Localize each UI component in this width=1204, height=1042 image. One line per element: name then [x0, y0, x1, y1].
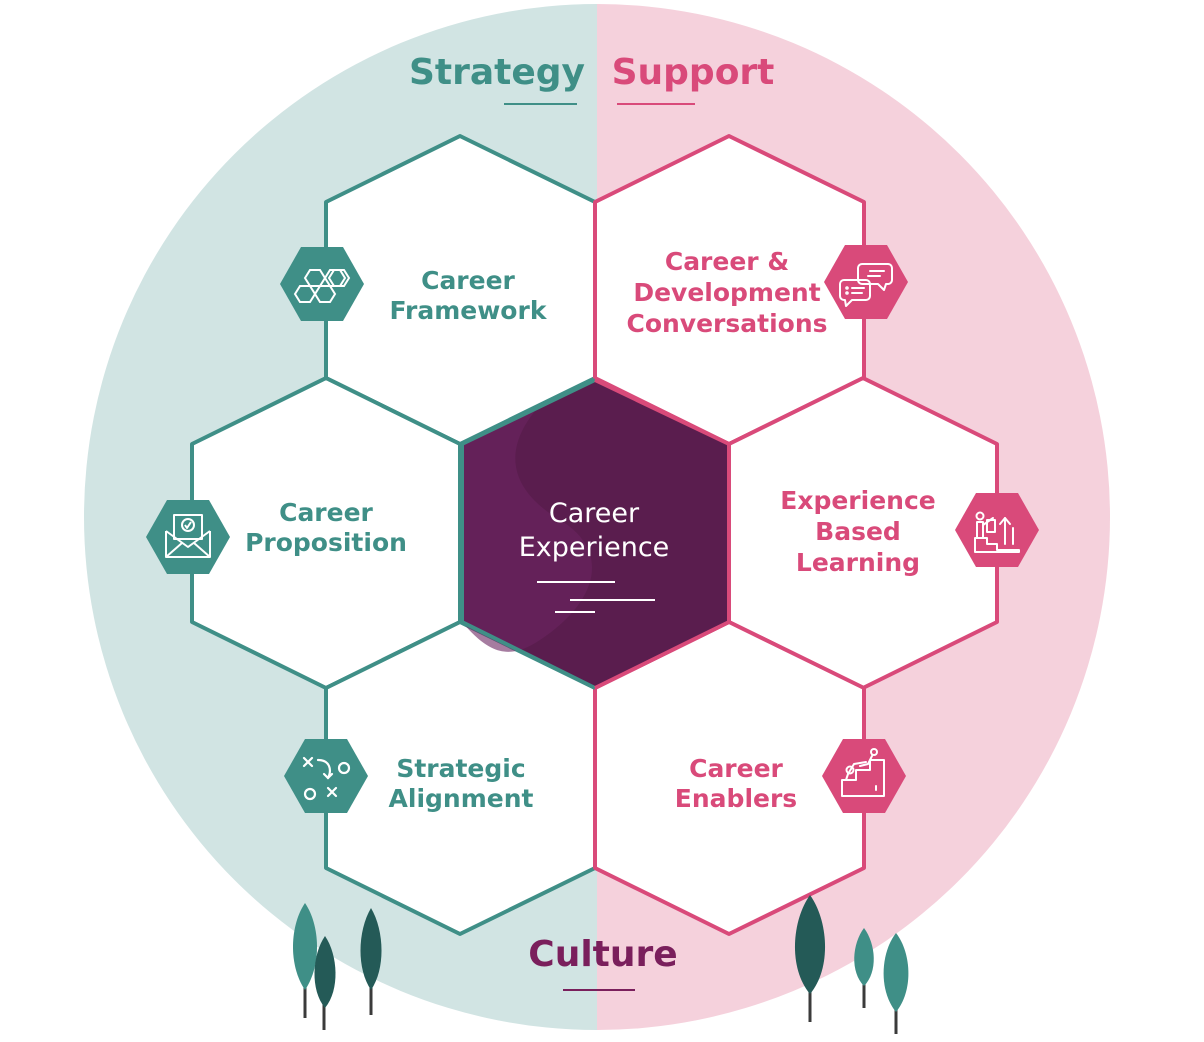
center-bottom-left-border	[461, 620, 596, 690]
career-proposition-line2: Proposition	[245, 528, 407, 557]
center-swirl	[462, 405, 593, 652]
steps-growth-icon	[955, 493, 1039, 567]
experience-learning-line2: Based	[815, 517, 901, 546]
tree-icon	[883, 933, 909, 1012]
strategy-heading: Strategy	[409, 52, 585, 93]
center-left-border	[460, 378, 596, 622]
strategic-alignment-line2: Alignment	[389, 784, 534, 813]
career-conversations-line3: Conversations	[626, 309, 827, 338]
tree-icon	[794, 895, 826, 994]
tree-cluster-left	[292, 903, 382, 1030]
honeycomb-icon	[280, 247, 364, 321]
chat-bubbles-icon	[824, 245, 908, 319]
tree-icon	[854, 928, 874, 986]
career-enablers-line2: Enablers	[675, 784, 797, 813]
experience-learning-line1: Experience	[780, 486, 935, 515]
center-right-border	[594, 378, 731, 690]
tree-icon	[292, 903, 318, 990]
envelope-check-icon	[146, 500, 230, 574]
career-framework-line1: Career	[421, 266, 515, 295]
tree-cluster-right	[794, 895, 909, 1034]
career-framework-line2: Framework	[390, 296, 548, 325]
culture-heading: Culture	[528, 934, 677, 975]
career-conversations-line2: Development	[633, 278, 820, 307]
strategic-alignment-line1: Strategic	[396, 754, 525, 783]
center-title-line1: Career	[549, 498, 640, 529]
support-heading: Support	[612, 52, 775, 93]
center-title-line2: Experience	[519, 532, 670, 563]
experience-learning-line3: Learning	[796, 548, 920, 577]
career-conversations-line1: Career &	[665, 247, 789, 276]
career-proposition-line1: Career	[279, 498, 373, 527]
career-enablers-line1: Career	[689, 754, 783, 783]
helping-hand-icon	[822, 739, 906, 813]
strategy-play-icon	[284, 739, 368, 813]
tree-icon	[360, 908, 382, 990]
tree-icon	[314, 936, 336, 1008]
